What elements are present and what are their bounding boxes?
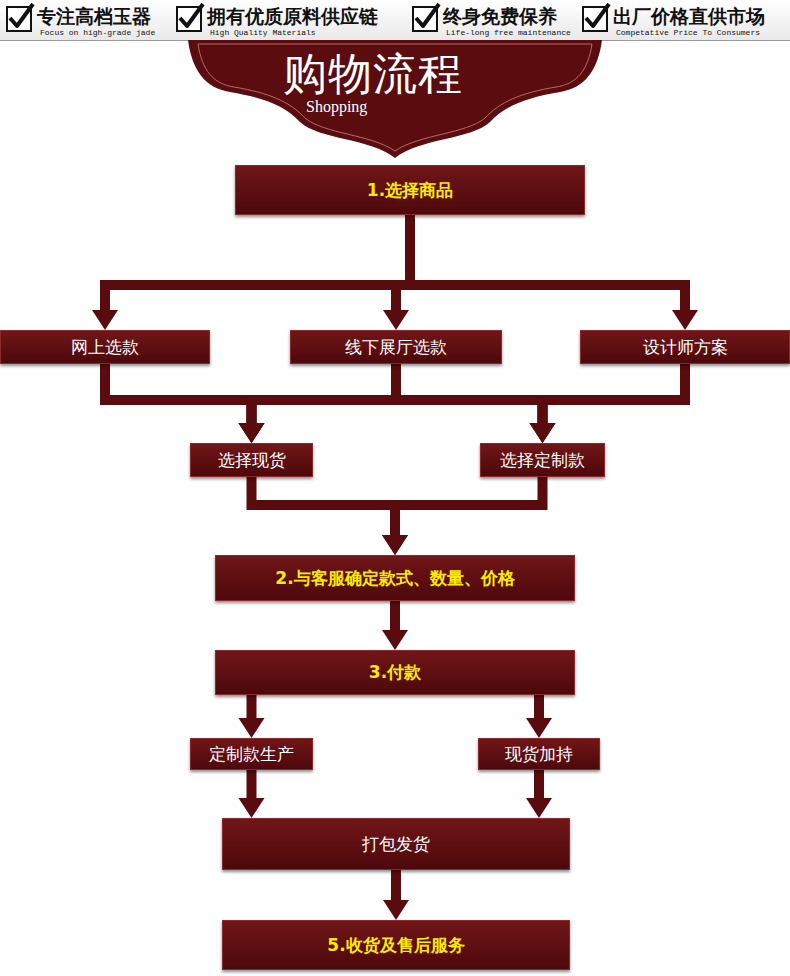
flow-arrow <box>382 477 543 555</box>
flow-arrow <box>410 215 698 330</box>
check-box <box>583 4 609 31</box>
process-box: 设计师方案 <box>580 330 790 364</box>
process-box: 选择现货 <box>190 443 313 477</box>
diagram-title: 购物流程 <box>283 50 463 98</box>
banner-text: 出厂价格直供市场 <box>613 5 765 27</box>
connector-line <box>395 477 543 536</box>
arrow-head <box>382 630 408 650</box>
box-text: 2.与客服确定款式、数量、价格 <box>275 567 514 590</box>
box-text: 3.付款 <box>369 661 421 684</box>
banner-text: 拥有优质原料供应链 <box>207 5 378 27</box>
arrow-head <box>382 535 408 555</box>
connector-line <box>105 364 543 424</box>
connector-line <box>247 770 257 799</box>
step-box: 1.选择商品 <box>235 165 585 215</box>
banner-text: 专注高档玉器 <box>37 5 151 27</box>
banner-subtext: Life-long free maintenance <box>446 28 571 37</box>
arrow-head <box>239 423 265 443</box>
connector-line <box>105 364 252 424</box>
header-ribbon-trim <box>198 44 592 151</box>
step-box: 2.与客服确定款式、数量、价格 <box>215 555 575 601</box>
connector-line <box>105 215 410 311</box>
connector-line <box>252 364 397 424</box>
box-text: 设计师方案 <box>643 336 728 359</box>
connector-line <box>252 364 686 424</box>
connector-line <box>534 770 544 799</box>
process-box: 选择定制款 <box>480 443 605 477</box>
connector-line <box>396 364 543 424</box>
banner-subtext: High Quality Materials <box>210 28 316 37</box>
connector-line <box>391 870 401 901</box>
flow-arrow <box>526 770 552 818</box>
arrow-head <box>382 535 408 555</box>
arrow-head <box>530 423 556 443</box>
arrow-head <box>530 423 556 443</box>
box-text: 选择定制款 <box>500 449 585 472</box>
flow-arrow <box>530 364 686 443</box>
flow-arrow <box>239 364 686 443</box>
flow-arrow <box>383 870 409 920</box>
box-text: 5.收货及售后服务 <box>327 934 464 957</box>
arrow-head <box>526 798 552 818</box>
connector-line <box>390 601 400 631</box>
box-text: 选择现货 <box>218 449 286 472</box>
arrow-head <box>526 718 552 738</box>
connector-line <box>534 695 544 719</box>
header-ribbon <box>188 40 602 158</box>
step-box: 5.收货及售后服务 <box>222 920 570 970</box>
flow-arrow <box>382 601 408 650</box>
box-text: 现货加持 <box>505 743 573 766</box>
connector-line <box>543 364 686 424</box>
box-text: 1.选择商品 <box>367 179 453 202</box>
arrow-head <box>383 900 409 920</box>
arrow-head <box>672 310 698 330</box>
header-subtitle: Shopping <box>306 98 367 116</box>
connector-line <box>410 215 685 311</box>
banner-text: 终身免费保养 <box>443 5 557 27</box>
banner-subtext: Competative Price To Consumers <box>616 28 760 37</box>
process-box: 定制款生产 <box>190 738 313 770</box>
arrow-head <box>239 798 265 818</box>
arrow-head <box>530 423 556 443</box>
box-text: 线下展厅选款 <box>345 336 447 359</box>
flow-arrow <box>239 695 265 738</box>
connector-line <box>247 695 257 719</box>
check-box <box>7 4 33 31</box>
flow-arrow <box>252 477 409 555</box>
flow-arrow <box>526 695 552 738</box>
arrow-head <box>239 423 265 443</box>
arrow-head <box>239 423 265 443</box>
box-text: 网上选款 <box>71 336 139 359</box>
connector-line <box>252 477 396 536</box>
box-text: 打包发货 <box>362 833 430 856</box>
check-box <box>177 4 203 31</box>
check-box <box>413 4 439 31</box>
arrow-head <box>239 718 265 738</box>
process-box: 线下展厅选款 <box>290 330 502 364</box>
step-box: 3.付款 <box>215 650 575 695</box>
box-text: 定制款生产 <box>209 743 294 766</box>
process-box: 现货加持 <box>478 738 600 770</box>
process-box: 网上选款 <box>0 330 210 364</box>
process-box: 打包发货 <box>222 818 570 870</box>
banner-subtext: Focus on high-grade jade <box>40 28 155 37</box>
flow-arrow <box>239 770 265 818</box>
arrow-head <box>92 310 118 330</box>
arrow-head <box>383 310 409 330</box>
flow-arrow <box>92 215 410 330</box>
